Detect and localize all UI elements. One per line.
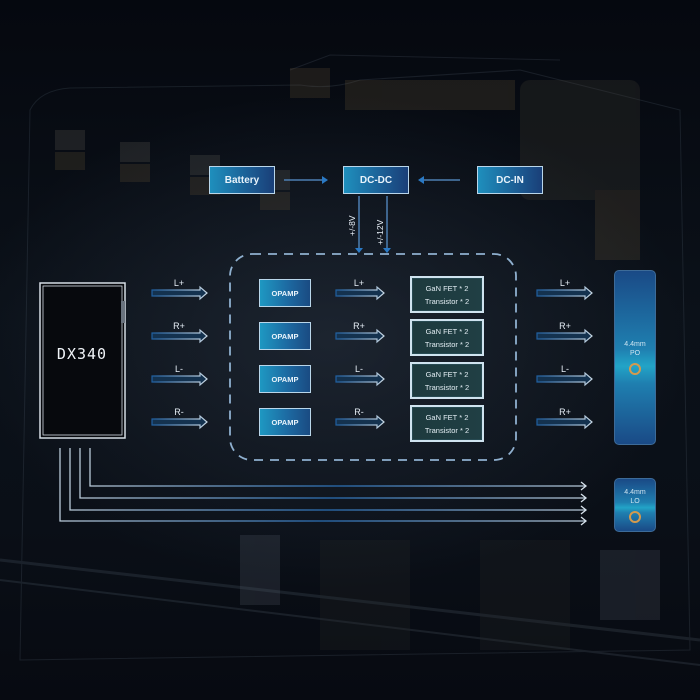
rail-12v-arrowhead [383, 248, 391, 253]
gan-fet-stage-box: GaN FET * 2 Transistor * 2 [410, 405, 484, 442]
gan-fet-count-label: GaN FET * 2 [425, 283, 469, 293]
dcdc-label: DC-DC [359, 174, 393, 186]
po-jack-panel: 4.4mm PO [614, 270, 656, 445]
lo-line-4 [59, 448, 585, 522]
mid-arrow [335, 328, 385, 344]
input-arrow [151, 414, 208, 430]
input-arrow [151, 328, 208, 344]
dcin-box: DC-IN [477, 166, 543, 194]
rail-8v-arrowhead [355, 248, 363, 253]
opamp-box: OPAMP [259, 279, 311, 307]
lo-line-2 [79, 448, 585, 499]
input-signal-label: R+ [173, 321, 185, 331]
lo-arrowhead-4 [580, 516, 588, 526]
input-arrow [151, 371, 208, 387]
opamp-box: OPAMP [259, 322, 311, 350]
lo-line-1 [89, 448, 585, 487]
opamp-label: OPAMP [271, 288, 299, 298]
output-signal-label: R+ [559, 407, 571, 417]
mid-arrow [335, 285, 385, 301]
output-signal-label: R+ [559, 321, 571, 331]
transistor-count-label: Transistor * 2 [424, 296, 470, 306]
gan-fet-count-label: GaN FET * 2 [425, 326, 469, 336]
input-signal-label: L+ [173, 278, 185, 288]
po-jack-ring-icon [629, 363, 641, 375]
lo-arrowhead-2 [580, 493, 588, 503]
po-size-label: 4.4mm [624, 341, 646, 348]
lo-type-label: LO [630, 497, 640, 505]
lo-size-label: 4.4mm [624, 488, 646, 496]
transistor-count-label: Transistor * 2 [424, 425, 470, 435]
input-signal-label: R- [174, 407, 184, 417]
rail-label-12v: +/-12V [375, 219, 385, 245]
output-arrow [536, 371, 593, 387]
device-name: DX340 [56, 345, 108, 363]
output-signal-label: L- [560, 364, 569, 374]
opamp-label: OPAMP [271, 331, 299, 341]
battery-label: Battery [224, 174, 260, 186]
mid-arrow [335, 414, 385, 430]
gan-fet-stage-box: GaN FET * 2 Transistor * 2 [410, 319, 484, 356]
lo-line-3 [69, 448, 585, 511]
opamp-label: OPAMP [271, 417, 299, 427]
dx340-device-outline [39, 282, 126, 439]
battery-arrowhead [322, 176, 328, 184]
input-arrow [151, 285, 208, 301]
po-type-label: PO [629, 350, 641, 357]
output-signal-label: L+ [559, 278, 571, 288]
mid-arrow [335, 371, 385, 387]
lo-arrowhead-1 [580, 481, 588, 491]
lo-arrowhead-3 [580, 505, 588, 515]
transistor-count-label: Transistor * 2 [424, 382, 470, 392]
gan-fet-count-label: GaN FET * 2 [425, 412, 469, 422]
transistor-count-label: Transistor * 2 [424, 339, 470, 349]
mid-signal-label: R+ [353, 321, 365, 331]
dcin-label: DC-IN [496, 174, 524, 186]
dcdc-box: DC-DC [343, 166, 409, 194]
opamp-label: OPAMP [271, 374, 299, 384]
gan-fet-count-label: GaN FET * 2 [425, 369, 469, 379]
battery-box: Battery [209, 166, 275, 194]
gan-fet-stage-box: GaN FET * 2 Transistor * 2 [410, 362, 484, 399]
output-arrow [536, 285, 593, 301]
output-arrow [536, 328, 593, 344]
opamp-box: OPAMP [259, 408, 311, 436]
lo-jack-panel: 4.4mm LO [614, 478, 656, 532]
rail-label-8v: +/-8V [347, 215, 357, 236]
opamp-box: OPAMP [259, 365, 311, 393]
output-arrow [536, 414, 593, 430]
mid-signal-label: R- [354, 407, 364, 417]
line-out-bus [59, 448, 588, 526]
mid-signal-label: L- [354, 364, 363, 374]
input-signal-label: L- [174, 364, 183, 374]
lo-jack-ring-icon [629, 510, 641, 523]
gan-fet-stage-box: GaN FET * 2 Transistor * 2 [410, 276, 484, 313]
mid-signal-label: L+ [353, 278, 365, 288]
dcin-arrowhead [418, 176, 424, 184]
amplifier-enclosure [229, 253, 517, 461]
